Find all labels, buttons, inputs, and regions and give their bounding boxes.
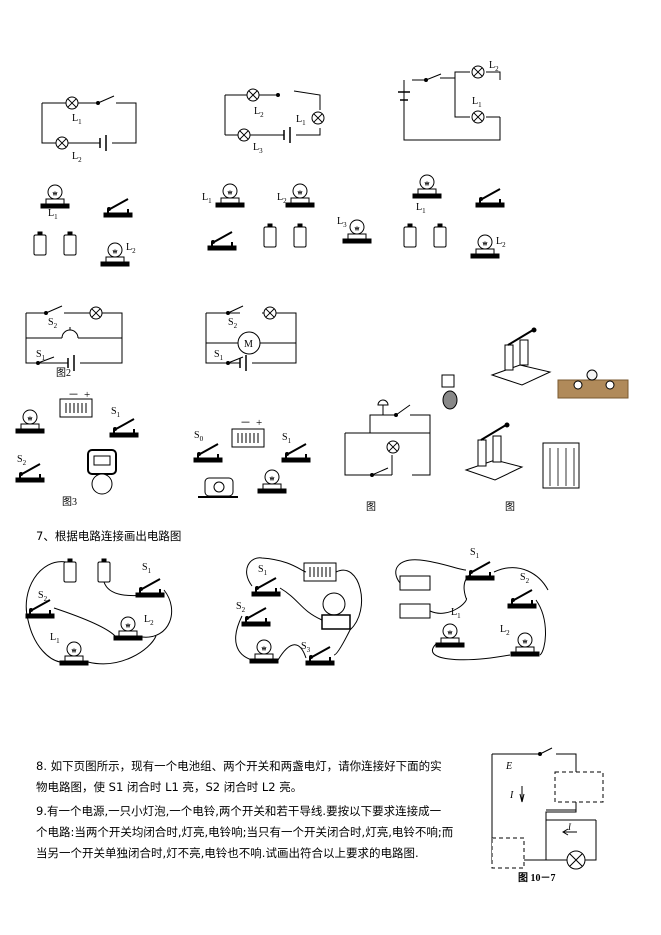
svg-text:L1: L1 (416, 202, 426, 215)
svg-text:L3: L3 (253, 142, 263, 155)
svg-text:S2: S2 (17, 454, 27, 467)
svg-text:L1: L1 (202, 192, 212, 205)
svg-text:L2: L2 (496, 236, 506, 249)
figure-10-7: E I I 图 10－7 (491, 747, 604, 884)
svg-text:L1: L1 (72, 113, 82, 126)
components-set-3: L1 L2 (403, 174, 506, 259)
circuit-diagram-motor: M S2 S1 (205, 305, 297, 371)
components-set-1: L1 L2 (33, 184, 136, 267)
svg-text:S1: S1 (142, 562, 152, 575)
fig10-7-caption: 图 10－7 (518, 872, 556, 884)
physical-switch-stand-bottom: 图 (464, 422, 580, 513)
svg-text:L2: L2 (277, 192, 287, 205)
q7-wiring-2: S1 S2 S3 (235, 557, 363, 666)
svg-text:L2: L2 (144, 614, 154, 627)
svg-text:S2: S2 (228, 317, 238, 330)
svg-text:L1: L1 (296, 114, 306, 127)
svg-text:S1: S1 (282, 432, 292, 445)
q9-line1: 9.有一个电源,一只小灯泡,一个电铃,两个开关和若干导线.要按以下要求连接成一 (36, 804, 442, 818)
svg-text:L1: L1 (472, 96, 482, 109)
components-set-2: L1 L2 L3 (202, 183, 372, 251)
svg-text:L2: L2 (254, 106, 264, 119)
circuit-diagram-2: L2 L1 L3 (224, 88, 325, 155)
fig10-7-e: E (505, 761, 512, 772)
components-motor-set: S0 － + S1 (193, 417, 311, 498)
svg-text:S2: S2 (236, 601, 246, 614)
q7-wiring-3: S1 S2 L1 L2 (395, 547, 549, 661)
svg-text:S1: S1 (258, 564, 268, 577)
components-fig3: － + S1 S2 图3 (15, 389, 139, 508)
svg-text:S1: S1 (214, 349, 224, 362)
svg-text:L2: L2 (126, 242, 136, 255)
svg-text:I: I (567, 822, 572, 832)
circuit-diagram-fig2: S2 S1 图2 (25, 305, 123, 379)
svg-text:M: M (244, 339, 253, 350)
svg-text:L1: L1 (50, 632, 60, 645)
fig-label-1: 图 (366, 501, 376, 513)
svg-text:L2: L2 (489, 60, 499, 73)
q7-wiring-1: S1 S2 L2 L1 (25, 558, 173, 666)
svg-text:－: － (68, 389, 79, 401)
q8-line2: 物电路图，使 S1 闭合时 L1 亮，S2 闭合时 L2 亮。 (36, 780, 303, 794)
physical-switch-stand-top (441, 327, 629, 410)
q9-line3: 当另一个开关单独闭合时,灯不亮,电铃也不响.试画出符合以上要求的电路图. (36, 846, 419, 860)
svg-text:+: + (84, 389, 90, 401)
svg-text:S2: S2 (520, 572, 530, 585)
svg-text:L2: L2 (500, 624, 510, 637)
svg-text:L1: L1 (48, 208, 58, 221)
svg-text:S1: S1 (36, 349, 46, 362)
fig-label-2: 图 (505, 501, 515, 513)
circuit-diagram-3: L2 L1 (398, 60, 501, 141)
svg-text:L2: L2 (72, 151, 82, 164)
fig2-label: 图2 (56, 367, 71, 379)
q7-title: 7、根据电路连接画出电路图 (36, 529, 182, 543)
q9-line2: 个电路:当两个开关均闭合时,灯亮,电铃响;当只有一个开关闭合时,灯亮,电铃不响;… (36, 825, 454, 839)
svg-text:S3: S3 (301, 641, 311, 654)
svg-text:S2: S2 (48, 317, 58, 330)
svg-text:L3: L3 (337, 216, 347, 229)
circuit-diagram-1: L1 L2 (41, 95, 137, 164)
svg-text:S2: S2 (38, 590, 48, 603)
svg-text:+: + (256, 417, 262, 429)
svg-text:S1: S1 (111, 406, 121, 419)
svg-text:L1: L1 (451, 607, 461, 620)
svg-text:－: － (240, 417, 251, 429)
fig3-label: 图3 (62, 496, 77, 508)
circuit-doorbell: 图 (344, 399, 431, 513)
q8-line1: 8. 如下页图所示，现有一个电池组、两个开关和两盏电灯，请你连接好下面的实 (36, 759, 442, 773)
svg-text:I: I (509, 790, 514, 801)
svg-text:S1: S1 (470, 547, 480, 560)
svg-text:S0: S0 (194, 430, 204, 443)
